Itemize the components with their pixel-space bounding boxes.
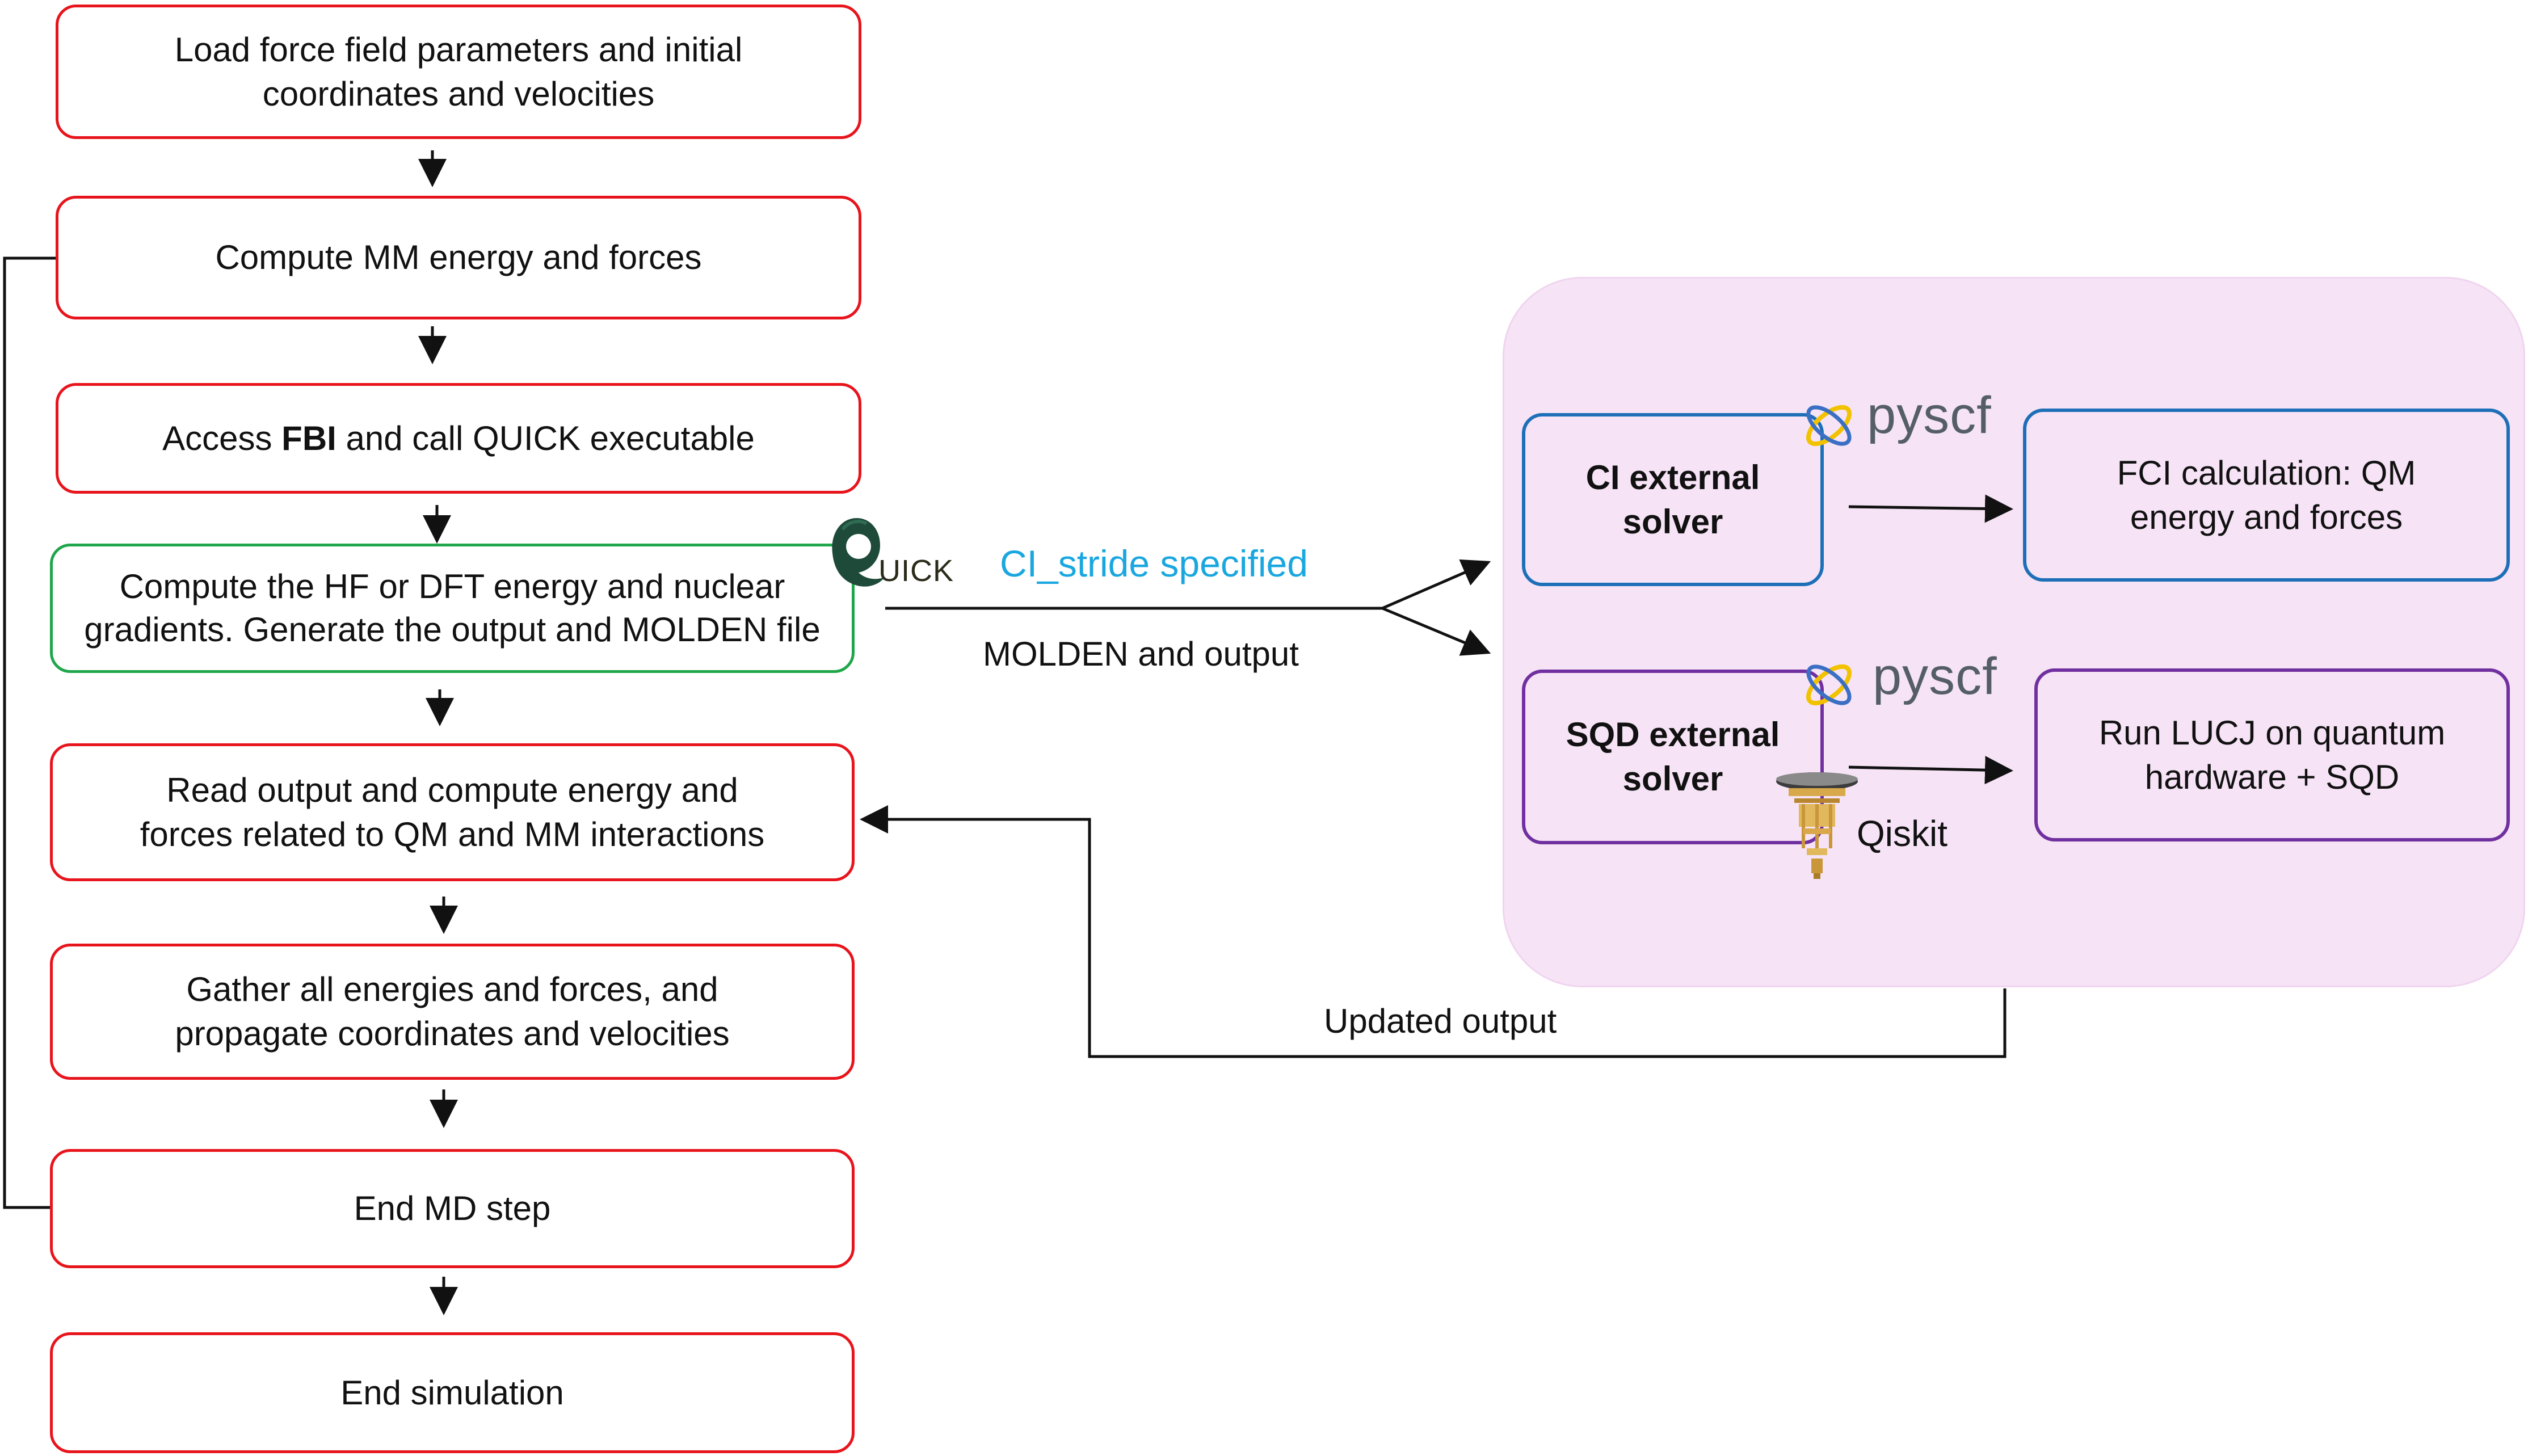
step-gather-line2: propagate coordinates and velocities — [175, 1015, 730, 1053]
step-read-output: Read output and compute energy and force… — [50, 743, 855, 881]
step-end-simulation-label: End simulation — [340, 1373, 564, 1412]
ci-to-fci — [1848, 494, 2013, 523]
step-compute-hf-dft: Compute the HF or DFT energy and nuclear… — [50, 544, 855, 673]
sqd-to-lucj — [1848, 756, 2013, 785]
step-end-md: End MD step — [50, 1149, 855, 1268]
pyscf-bottom-icon — [1806, 664, 1852, 706]
sqd-solver-line1: SQD external — [1566, 716, 1780, 754]
step-hf-line2: gradients. Generate the output and MOLDE… — [84, 611, 821, 649]
qiskit-text: Qiskit — [1857, 813, 1947, 854]
step-gather-energies: Gather all energies and forces, and prop… — [50, 944, 855, 1080]
fci-line1: FCI calculation: QM — [2117, 453, 2416, 492]
step-load-parameters: Load force field parameters and initial … — [56, 5, 861, 139]
pyscf-top-icon — [1806, 405, 1852, 447]
ci-stride-label: CI_stride specified — [1000, 542, 1308, 584]
step-end-simulation: End simulation — [50, 1332, 855, 1453]
step-load-line2: coordinates and velocities — [262, 74, 655, 113]
pyscf-top-text: pyscf — [1867, 386, 1992, 444]
quick-logo-text: UICK — [878, 554, 954, 588]
sqd-external-solver: SQD external solver — [1522, 670, 1824, 844]
sqd-solver-line2: solver — [1622, 760, 1723, 798]
step-compute-mm: Compute MM energy and forces — [56, 196, 861, 319]
qiskit-chandelier-icon — [1776, 772, 1858, 879]
lucj-line1: Run LUCJ on quantum — [2098, 713, 2446, 752]
split-to-ci — [1382, 559, 1491, 610]
step-end-md-label: End MD step — [354, 1189, 551, 1227]
step-hf-line1: Compute the HF or DFT energy and nuclear — [119, 567, 785, 605]
step-load-line1: Load force field parameters and initial — [174, 30, 743, 69]
ci-solver-line2: solver — [1622, 502, 1723, 541]
md-loop-line — [3, 256, 56, 1209]
molden-output-label: MOLDEN and output — [983, 635, 1299, 673]
step-access-fbi: Access FBI and call QUICK executable — [56, 383, 861, 494]
split-to-sqd — [1382, 607, 1491, 656]
step-read-line2: forces related to QM and MM interactions — [140, 815, 765, 853]
ci-solver-line1: CI external — [1585, 458, 1760, 496]
run-lucj: Run LUCJ on quantum hardware + SQD — [2034, 668, 2510, 841]
lucj-line2: hardware + SQD — [2144, 758, 2400, 796]
ci-external-solver: CI external solver — [1522, 413, 1824, 586]
step-gather-line1: Gather all energies and forces, and — [186, 970, 718, 1008]
fci-calculation: FCI calculation: QM energy and forces — [2023, 409, 2510, 582]
step-compute-mm-label: Compute MM energy and forces — [215, 238, 702, 276]
solver-panel — [1503, 277, 2525, 987]
updated-output-label: Updated output — [1324, 1002, 1557, 1040]
fci-line2: energy and forces — [2130, 498, 2403, 536]
step-access-fbi-label: Access FBI and call QUICK executable — [162, 419, 755, 457]
step-read-line1: Read output and compute energy and — [166, 771, 738, 809]
return-line — [860, 805, 2007, 1058]
quick-logo-icon — [832, 518, 885, 587]
pyscf-bottom-text: pyscf — [1873, 647, 1997, 705]
